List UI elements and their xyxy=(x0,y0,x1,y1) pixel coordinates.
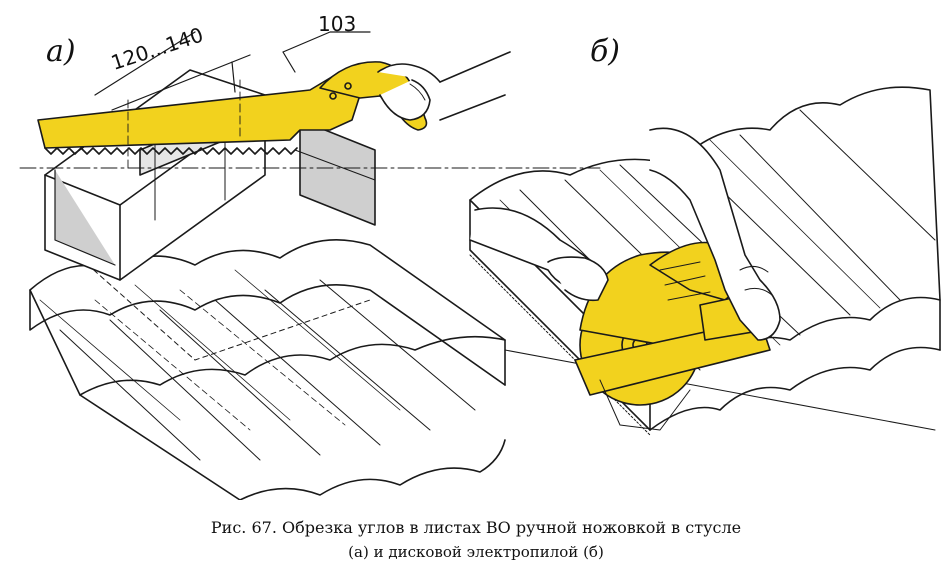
caption-line-1: Рис. 67. Обрезка углов в листах ВО ручно… xyxy=(210,518,742,537)
hands-and-sleeves xyxy=(469,127,781,341)
panel-a-label: а) xyxy=(46,34,76,69)
technical-illustration xyxy=(19,31,941,500)
dimension-lines xyxy=(19,31,601,171)
dimension-ref-label: 103 xyxy=(318,12,357,36)
panel-a-corrugated-sheet xyxy=(29,239,506,500)
figure-caption: Рис. 67. Обрезка углов в листах ВО ручно… xyxy=(0,515,952,565)
panel-b-label: б) xyxy=(590,34,621,69)
hand-saw xyxy=(37,51,511,155)
caption-line-2: (а) и дисковой электропилой (б) xyxy=(348,543,604,561)
circular-saw xyxy=(574,241,771,431)
